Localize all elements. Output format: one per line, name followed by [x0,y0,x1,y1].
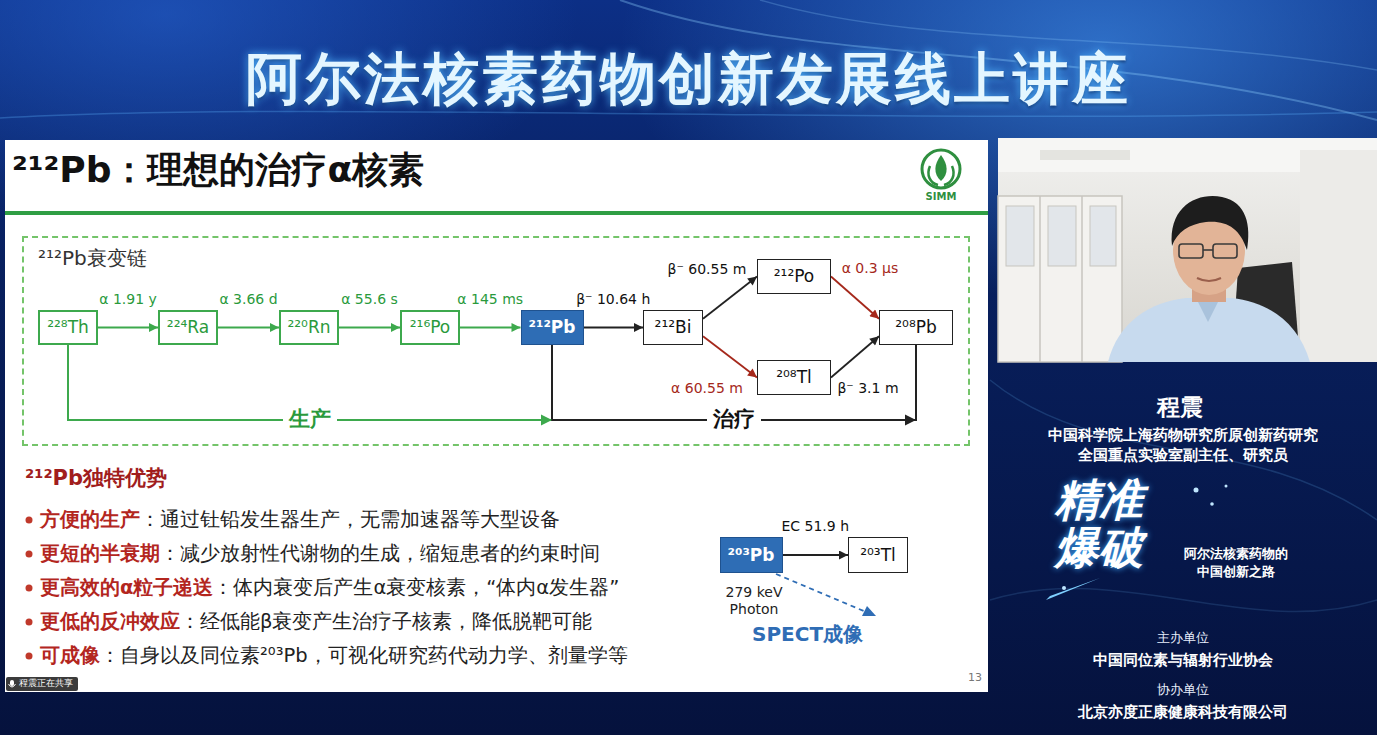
nuclide-name: ²¹⁶Po [410,317,451,337]
nuclide-box: ²⁰³Tl [848,537,908,573]
speaker-affiliation: 中国科学院上海药物研究所原创新药研究 全国重点实验室副主任、研究员 [1044,425,1323,466]
decay-arrow [703,336,757,377]
nuclide-box: ²⁰³Pb [720,537,783,573]
slide-title: ²¹²Pb：理想的治疗α核素 [12,148,424,191]
share-status-tag [6,677,78,691]
nuclide-box: ²¹⁶Po [400,310,460,345]
decay-arrow [339,327,400,329]
decay-arrow [98,327,158,329]
half-life-label: α 1.91 y [97,291,159,308]
arrow-head [541,415,552,426]
bullet-dots [26,517,33,660]
nuclide-box: ²⁰⁸Pb [879,310,953,345]
bullet-text: ：通过钍铅发生器生产，无需加速器等大型设备 [140,507,560,533]
logo-text: SIMM [926,191,957,203]
nuclide-box: ²²⁸Th [38,310,98,345]
nuclide-box: ²¹²Pb [521,310,584,345]
section-heading: ²¹²Pb独特优势 [25,466,167,491]
decay-arrow [584,327,644,329]
nuclide-name: ²¹²Bi [655,317,692,337]
decay-arrow [218,327,279,329]
event-subtitle: 阿尔法核素药物的 中国创新之路 [1180,545,1292,580]
nuclide-name: ²¹²Pb [529,317,576,337]
decay-arrow [703,277,757,319]
half-life-label: EC 51.9 h [779,518,851,535]
co-host-name: 北京亦度正康健康科技有限公司 [1078,703,1288,721]
bullet-row: 更高效的α粒子递送：体内衰变后产生α衰变核素，“体内α发生器” [40,575,619,601]
nuclide-name: ²¹²Po [774,266,815,286]
nuclide-box: ²⁰⁸Tl [757,360,831,395]
bullet-text: ：减少放射性代谢物的生成，缩短患者的约束时间 [160,541,600,567]
bullet-row: 更短的半衰期：减少放射性代谢物的生成，缩短患者的约束时间 [40,541,600,567]
half-life-label: α 60.55 m [669,379,745,396]
decay-arrow [831,277,879,319]
bullet-lead: 更高效的α粒子递送 [40,575,213,601]
photon-label: 279 keV Photon [721,584,787,618]
nuclide-name: ²⁰³Pb [728,545,775,565]
decay-arrow [460,327,521,329]
event-logo-text: 精准 爆破 [1055,476,1156,573]
bullet-lead: 更低的反冲效应 [40,609,180,635]
half-life-label: β⁻ 10.64 h [574,291,652,308]
speaker-video [998,138,1377,362]
imaging-label: SPECT成像 [752,622,863,646]
nuclide-name: ²⁰³Tl [860,545,896,565]
share-status: 程震正在共享 [19,678,73,689]
co-host-heading: 协办单位 [1157,682,1209,698]
bullet-text: ：体内衰变后产生α衰变核素，“体内α发生器” [213,575,619,601]
nuclide-name: ²⁰⁸Tl [776,367,812,387]
slide-panel [5,140,988,692]
bullet-lead: 更短的半衰期 [40,541,160,567]
page-number: 13 [968,671,982,684]
simm-logo [922,150,960,188]
half-life-label: α 55.6 s [339,291,400,308]
half-life-label: β⁻ 60.55 m [666,260,749,277]
nuclide-name: ²²⁰Rn [287,317,330,337]
half-life-label: β⁻ 3.1 m [835,379,900,396]
stage-label: 生产 [283,407,337,432]
bullet-lead: 可成像 [40,643,100,669]
nuclide-box: ²²⁰Rn [279,310,339,345]
half-life-label: α 0.3 μs [840,259,901,276]
decay-arrow [831,336,879,377]
bullet-text: ：自身以及同位素²⁰³Pb，可视化研究药代动力学、剂量学等 [100,643,628,669]
photon-leader-arrow [776,574,876,616]
arrow-head [905,415,916,426]
half-life-label: α 3.66 d [217,291,279,308]
bullet-row: 可成像：自身以及同位素²⁰³Pb，可视化研究药代动力学、剂量学等 [40,643,628,669]
bullet-row: 方便的生产：通过钍铅发生器生产，无需加速器等大型设备 [40,507,560,533]
decay-arrow [783,554,849,556]
stage-label: 治疗 [707,407,761,432]
nuclide-name: ²²⁴Ra [167,317,209,337]
bullet-row: 更低的反冲效应：经低能β衰变产生治疗子核素，降低脱靶可能 [40,609,592,635]
connectors [68,277,916,556]
host-heading: 主办单位 [1157,630,1209,646]
host-name: 中国同位素与辐射行业协会 [1093,651,1273,669]
bullet-lead: 方便的生产 [40,507,140,533]
speaker-name: 程震 [1157,394,1203,422]
banner-title: 阿尔法核素药物创新发展线上讲座 [0,42,1377,118]
nuclide-box: ²¹²Po [757,259,831,294]
nuclide-name: ²²⁸Th [47,317,89,337]
bullet-text: ：经低能β衰变产生治疗子核素，降低脱靶可能 [180,609,592,635]
nuclide-box: ²²⁴Ra [158,310,218,345]
half-life-label: α 145 ms [455,291,525,308]
decay-chain-frame: ²¹²Pb衰变链²²⁸Th²²⁴Ra²²⁰Rn²¹⁶Po²¹²Pb²¹²Bi²¹… [22,236,970,446]
nuclide-name: ²⁰⁸Pb [895,317,937,337]
nuclide-box: ²¹²Bi [643,310,703,345]
